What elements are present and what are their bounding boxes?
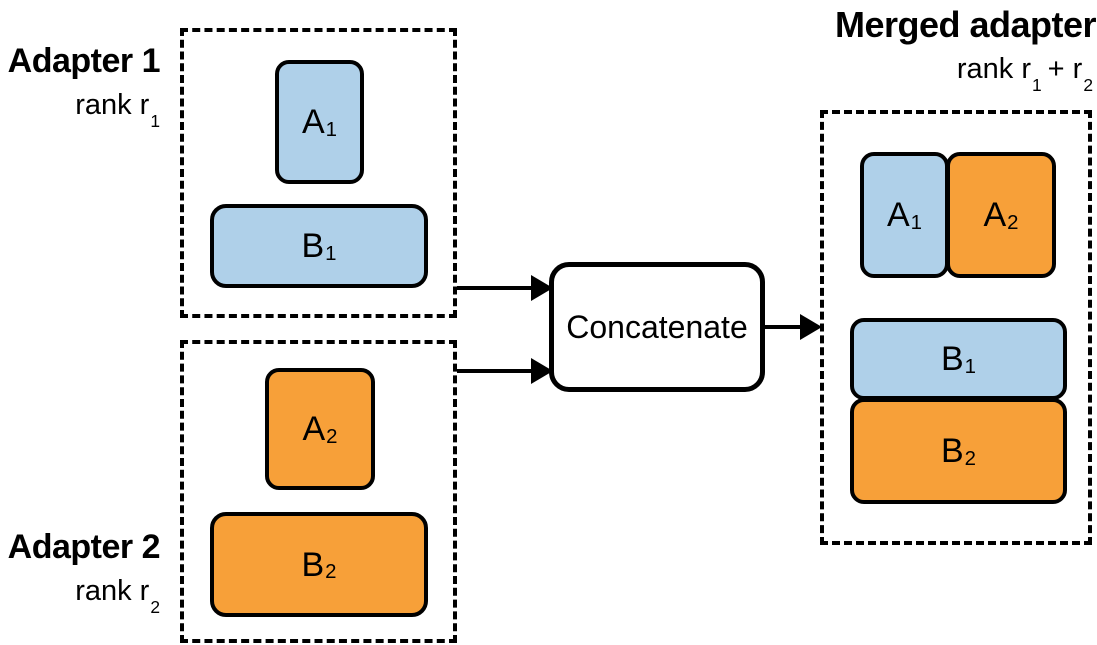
matrix-a1-label: A <box>301 103 325 141</box>
matrix-a2-label: A <box>302 410 326 448</box>
merged-b2-label: B <box>940 432 964 470</box>
adapter1-title: Adapter 1 <box>7 42 161 80</box>
arrow-head-icon <box>531 275 553 301</box>
arrow-shaft <box>457 369 533 373</box>
merged-rank-plus: + r <box>1047 53 1083 85</box>
arrow-shaft <box>457 286 533 290</box>
arrow-head-icon <box>800 314 822 340</box>
adapter1-group-box <box>180 28 457 318</box>
matrix-b1-label: B <box>301 227 325 265</box>
merged-a1-label: A <box>886 196 910 234</box>
merged-a2-label: A <box>983 196 1007 234</box>
matrix-b2-label: B <box>301 545 325 584</box>
merged-group-box <box>820 110 1092 545</box>
merged-rank-subscript2: 2 <box>1083 75 1093 96</box>
merged-adapter-title: Merged adapter <box>835 4 1097 45</box>
adapter2-rank-text: rank r <box>75 575 150 607</box>
adapter2-rank-label: rank r2 <box>0 575 160 616</box>
adapter2-group-box <box>180 340 457 643</box>
concatenate-node: Concatenate <box>549 262 765 392</box>
adapter1-rank-text: rank r <box>75 89 150 121</box>
adapter1-rank-subscript: 1 <box>150 111 160 132</box>
adapter2-title: Adapter 2 <box>7 528 161 566</box>
merged-b1-label: B <box>940 340 964 378</box>
arrow-shaft <box>765 325 802 329</box>
merged-rank-subscript1: 1 <box>1032 75 1042 96</box>
merged-rank-text: rank r <box>956 53 1031 85</box>
arrow-head-icon <box>531 358 553 384</box>
adapter1-rank-label: rank r1 <box>0 89 160 130</box>
merged-adapter-rank-label: rank r1+ r2 <box>835 53 1093 94</box>
concatenate-label: Concatenate <box>566 308 748 345</box>
adapter2-rank-subscript: 2 <box>150 597 160 618</box>
